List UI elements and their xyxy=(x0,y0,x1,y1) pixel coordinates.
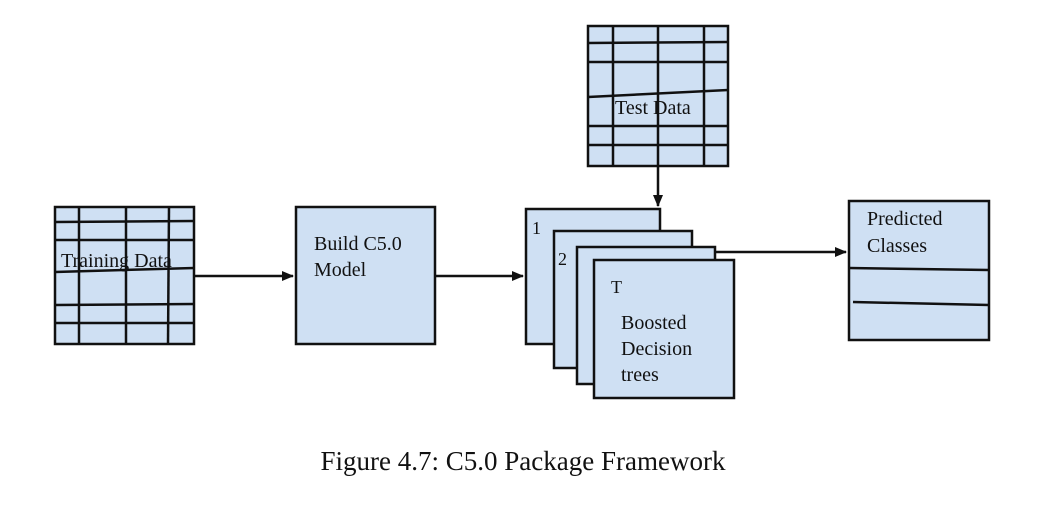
tree-card-t xyxy=(592,258,736,400)
boosted-trees-stack: 1 2 T Boosted Decision trees xyxy=(524,207,736,400)
test-data-label: Test Data xyxy=(615,97,691,119)
boosted-label-line2: Decision xyxy=(621,338,692,360)
build-model-label-line1: Build C5.0 xyxy=(314,233,402,255)
training-data-label: Training Data xyxy=(61,250,172,272)
tree-number-2: 2 xyxy=(558,249,567,269)
predicted-classes-box: Predicted Classes xyxy=(847,199,991,342)
boosted-label-line1: Boosted xyxy=(621,312,687,334)
build-model-label-line2: Model xyxy=(314,259,367,281)
boosted-label-line3: trees xyxy=(621,364,659,386)
test-data-table: Test Data xyxy=(586,24,730,168)
predicted-label-line1: Predicted xyxy=(867,208,943,230)
build-model-box: Build C5.0 Model xyxy=(294,205,437,346)
tree-number-1: 1 xyxy=(532,218,541,238)
figure-caption: Figure 4.7: C5.0 Package Framework xyxy=(320,446,726,476)
predicted-label-line2: Classes xyxy=(867,235,927,257)
tree-number-t: T xyxy=(611,277,622,297)
training-data-table: Training Data xyxy=(53,205,196,346)
